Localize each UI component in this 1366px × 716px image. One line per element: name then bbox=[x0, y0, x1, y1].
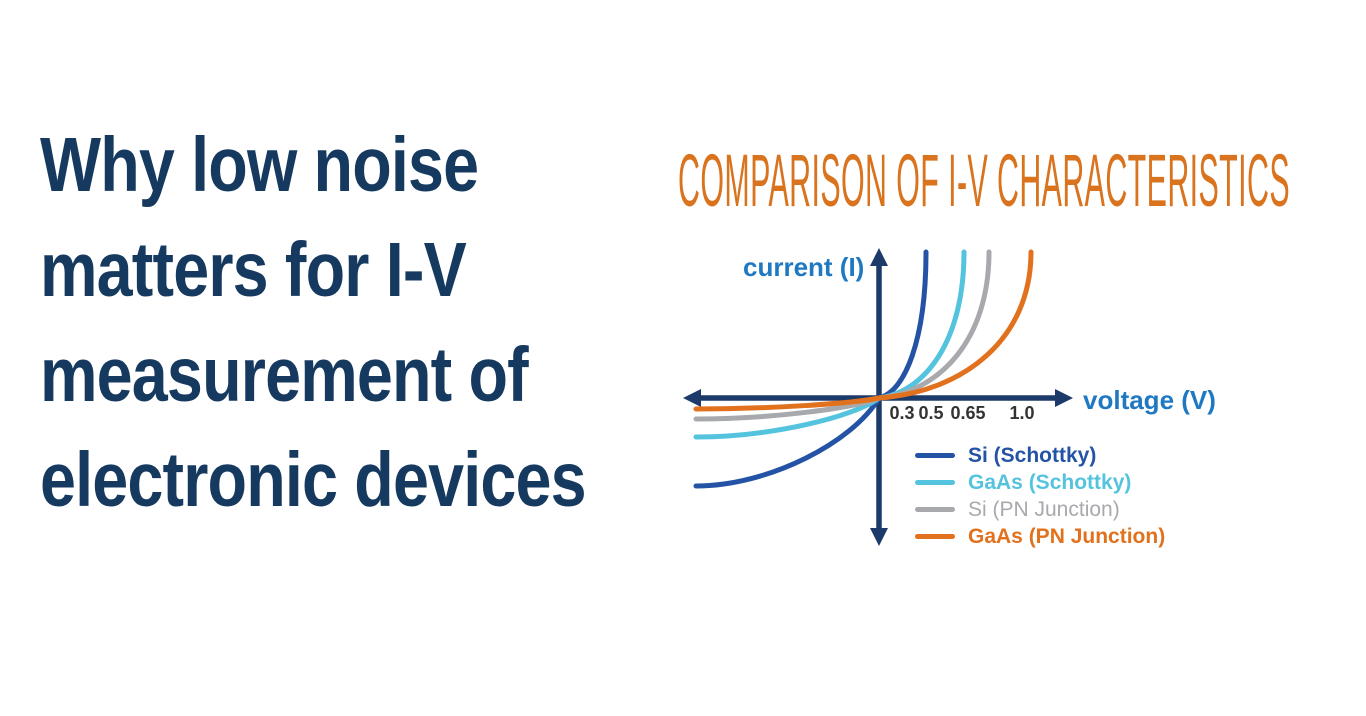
chart-title: COMPARISON OF I-V CHARACTERISTICS bbox=[678, 139, 1290, 222]
headline-block: Why low noise matters for I-V measuremen… bbox=[40, 113, 587, 533]
legend-swatch-gaas-schottky-icon bbox=[915, 480, 955, 485]
chart-title-wrap: COMPARISON OF I-V CHARACTERISTICS bbox=[678, 139, 1289, 222]
x-axis-title: voltage (V) bbox=[1083, 385, 1216, 415]
headline-line-4: electronic devices bbox=[40, 437, 587, 523]
legend-label: Si (Schottky) bbox=[968, 443, 1097, 467]
y-axis-bottom-arrow-icon bbox=[870, 528, 888, 546]
legend-row-gaas-schottky: GaAs (Schottky) bbox=[915, 469, 1165, 496]
x-tick-0.65: 0.65 bbox=[950, 403, 985, 423]
legend-row-si-pn-junction: Si (PN Junction) bbox=[915, 496, 1165, 523]
x-tick-0.5: 0.5 bbox=[918, 403, 943, 423]
legend-swatch-si-pn-junction-icon bbox=[915, 507, 955, 512]
y-axis-top-arrow-icon bbox=[870, 248, 888, 266]
x-tick-labels: 0.3 0.5 0.65 1.0 bbox=[889, 403, 1034, 423]
legend-swatch-gaas-pn-junction-icon bbox=[915, 534, 955, 539]
legend-swatch-si-schottky-icon bbox=[915, 453, 955, 458]
legend-label: Si (PN Junction) bbox=[968, 497, 1120, 521]
legend-row-gaas-pn-junction: GaAs (PN Junction) bbox=[915, 523, 1165, 550]
headline-line-2: matters for I-V bbox=[40, 227, 467, 313]
headline-line-1: Why low noise bbox=[40, 122, 479, 208]
legend-label: GaAs (PN Junction) bbox=[968, 524, 1166, 548]
x-tick-1.0: 1.0 bbox=[1009, 403, 1034, 423]
y-axis-title: current (I) bbox=[743, 252, 865, 282]
curves-group bbox=[693, 249, 1034, 489]
curve-gaas-pn-junction bbox=[693, 249, 1034, 412]
headline-line-3: measurement of bbox=[40, 332, 529, 418]
plot-area: 0.3 0.5 0.65 1.0 bbox=[683, 248, 1073, 546]
legend-row-si-schottky: Si (Schottky) bbox=[915, 442, 1165, 469]
legend-label: GaAs (Schottky) bbox=[968, 470, 1132, 494]
x-axis-right-arrow-icon bbox=[1055, 389, 1073, 407]
curve-si-schottky bbox=[693, 249, 929, 489]
legend: Si (Schottky) GaAs (Schottky) Si (PN Jun… bbox=[915, 442, 1165, 550]
x-tick-0.3: 0.3 bbox=[889, 403, 914, 423]
x-axis-left-arrow-icon bbox=[683, 389, 701, 407]
